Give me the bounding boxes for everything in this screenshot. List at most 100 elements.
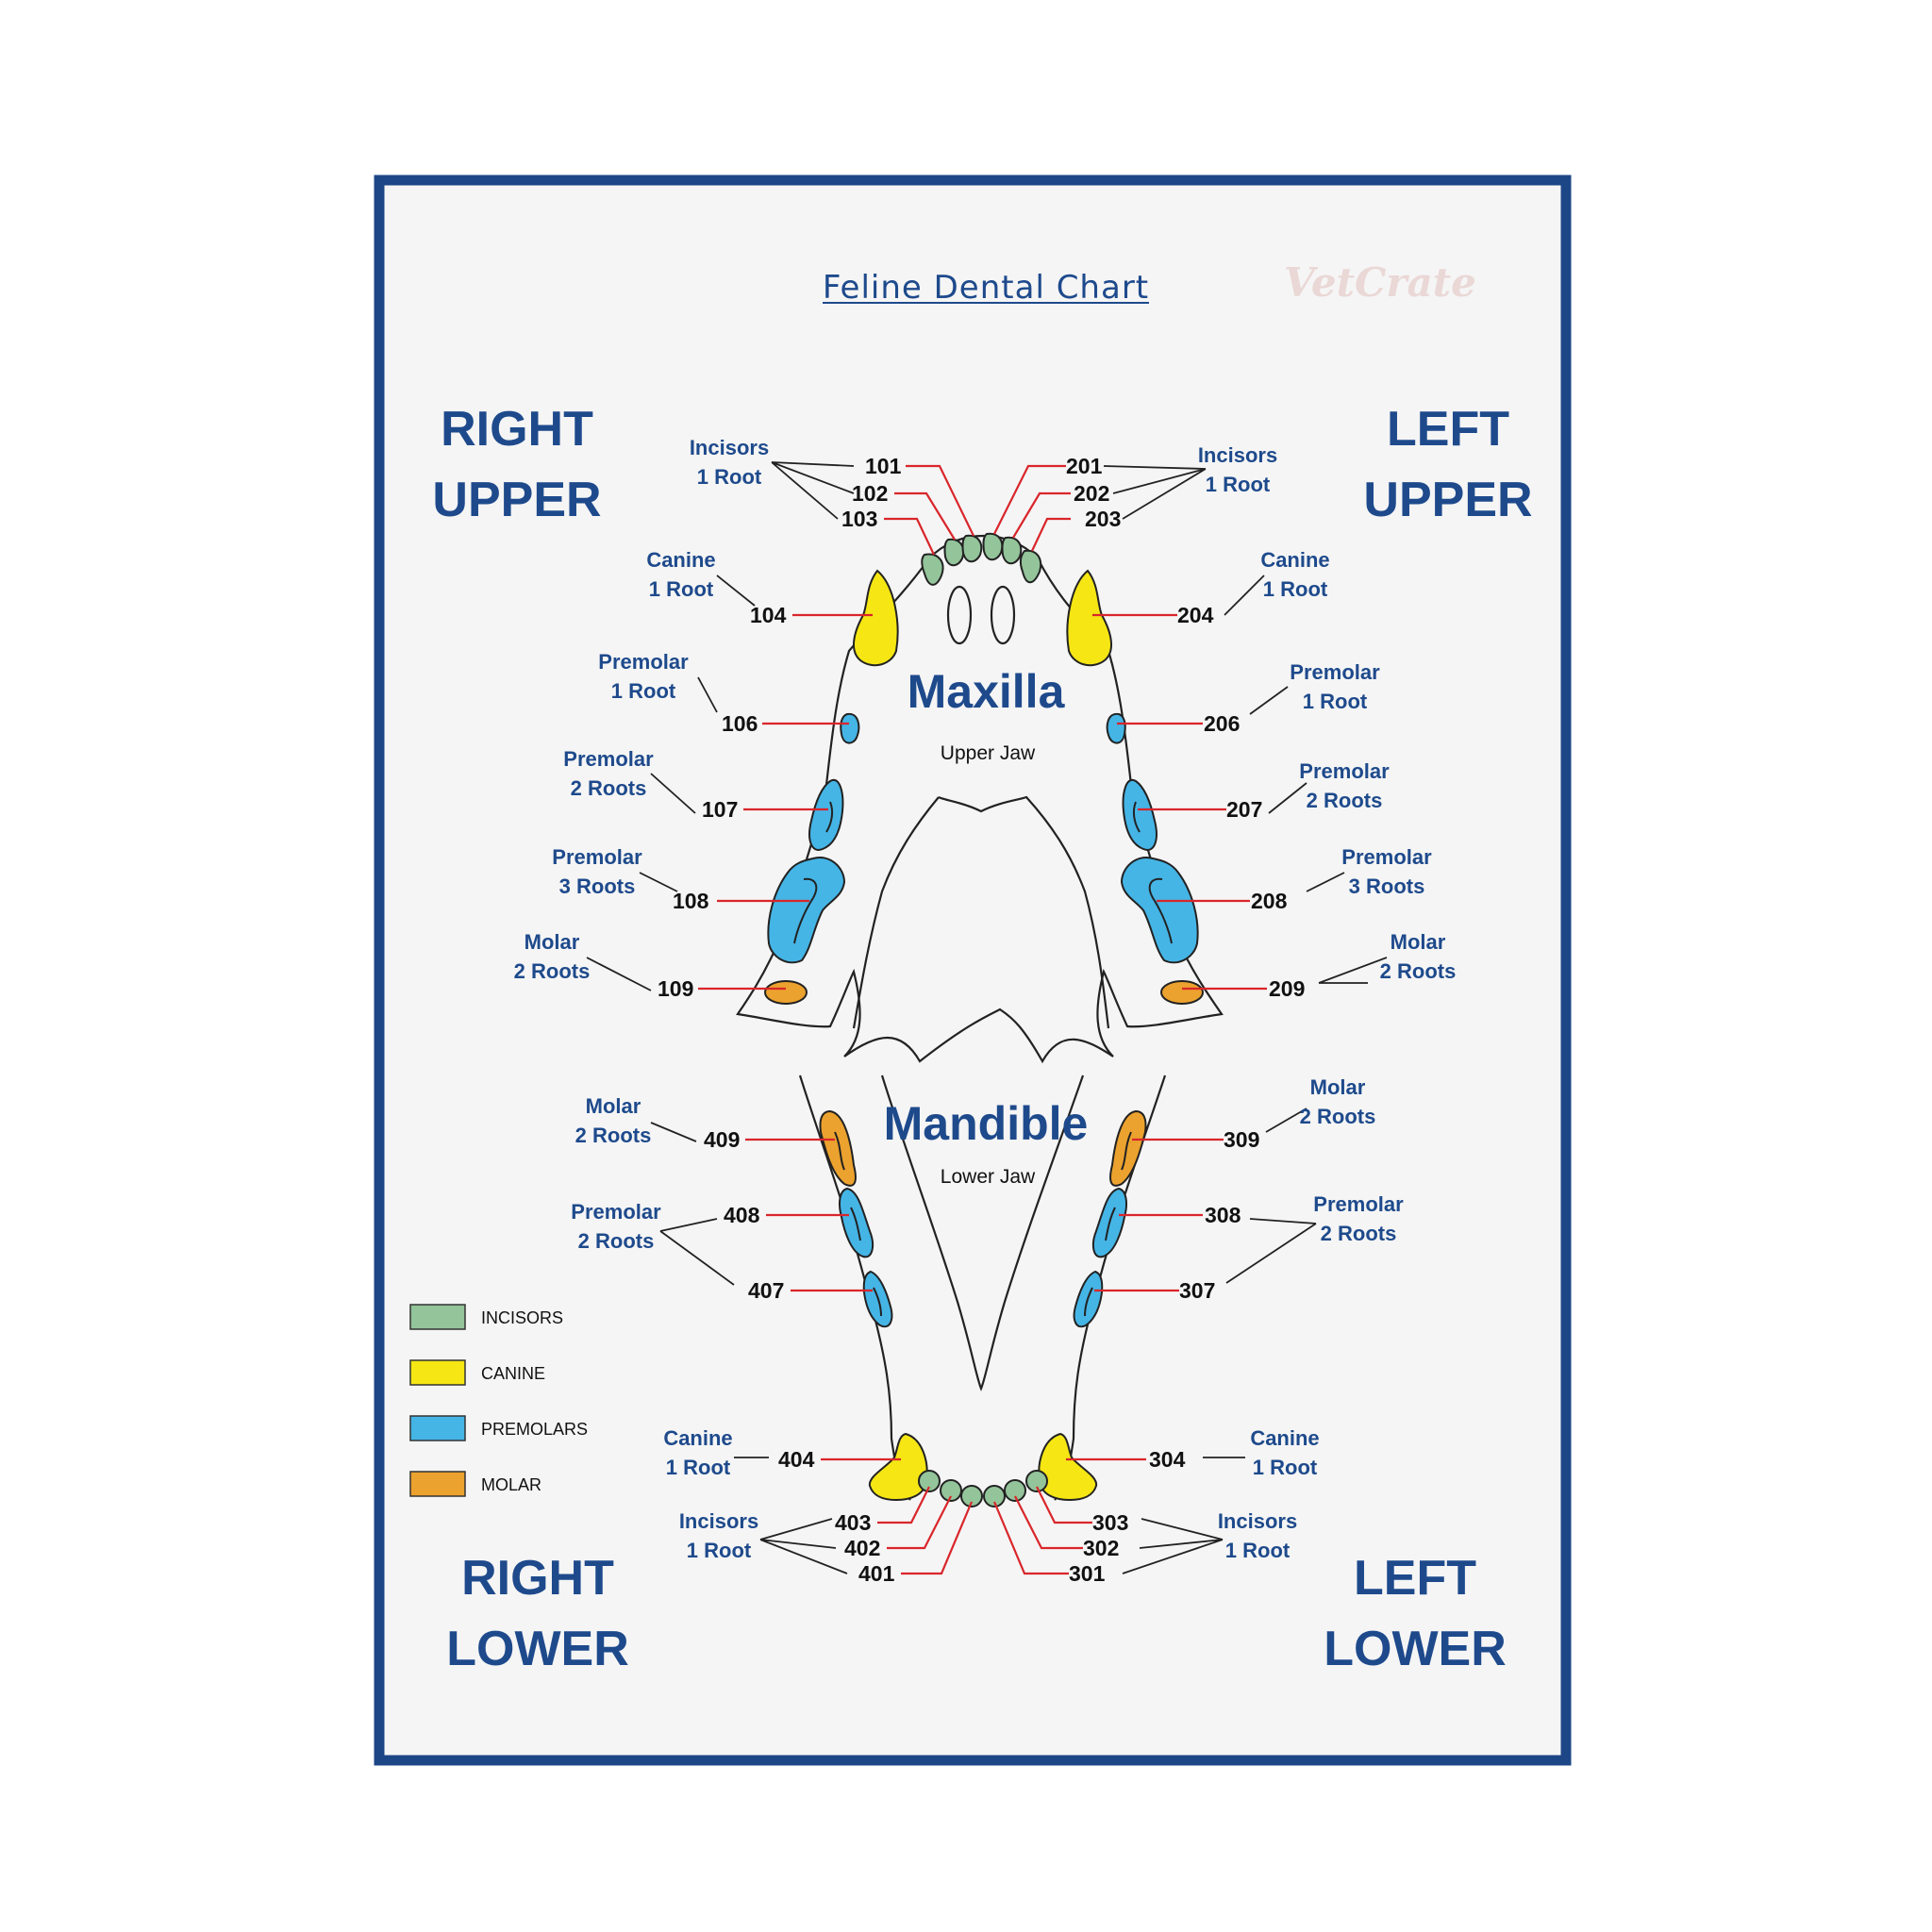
leader-201 xyxy=(993,464,1066,535)
desc-canine-204-1: Canine xyxy=(1260,548,1329,572)
tooth-number-203: 203 xyxy=(1085,507,1121,531)
tooth-number-404: 404 xyxy=(778,1447,815,1472)
leader-301 xyxy=(992,1501,1069,1575)
desc-incisors-lr-1: Incisors xyxy=(679,1509,758,1533)
desc-molar-209-1: Molar xyxy=(1391,930,1446,954)
desc-molar-409-1: Molar xyxy=(586,1094,641,1118)
tooth-107 xyxy=(808,778,844,851)
tooth-206 xyxy=(1106,712,1126,744)
tooth-101 xyxy=(961,534,983,563)
legend-label-canine: CANINE xyxy=(481,1364,545,1383)
leader-202 xyxy=(1012,491,1071,539)
tooth-number-307: 307 xyxy=(1179,1278,1215,1303)
lower-incisors xyxy=(918,1470,1048,1507)
connector-pm-208 xyxy=(1306,872,1345,892)
tooth-301 xyxy=(983,1485,1006,1507)
desc-canine-204-2: 1 Root xyxy=(1263,577,1328,601)
desc-molar-109-1: Molar xyxy=(525,930,580,954)
connector-pm-108 xyxy=(639,872,678,892)
leader-103 xyxy=(884,517,935,556)
desc-pm-lower-left-2: 2 Roots xyxy=(1321,1222,1397,1245)
quadrant-right-upper-line2: UPPER xyxy=(432,473,601,527)
tooth-407-ridge xyxy=(873,1287,882,1317)
desc-pm-107-1: Premolar xyxy=(563,747,654,771)
upper-premolar-ridges xyxy=(793,801,1173,944)
tooth-number-104: 104 xyxy=(750,603,787,627)
tooth-107-ridge xyxy=(825,801,834,833)
tooth-number-409: 409 xyxy=(704,1127,740,1152)
maxilla-label: Maxilla xyxy=(908,665,1066,718)
legend-label-incisors: INCISORS xyxy=(481,1308,563,1327)
desc-incisors-ul-2: 1 Root xyxy=(1206,473,1271,496)
leader-401 xyxy=(901,1501,974,1575)
tooth-209 xyxy=(1160,980,1204,1005)
leader-402 xyxy=(887,1495,952,1550)
tooth-number-102: 102 xyxy=(852,481,888,506)
tooth-409 xyxy=(819,1109,857,1187)
quadrant-left-lower-line2: LOWER xyxy=(1324,1622,1507,1676)
connector-incisors-lr xyxy=(759,1518,848,1574)
tooth-number-403: 403 xyxy=(835,1510,871,1535)
leader-102 xyxy=(894,491,956,541)
desc-incisors-ur-2: 1 Root xyxy=(697,465,762,489)
tooth-number-202: 202 xyxy=(1074,481,1109,506)
tooth-number-208: 208 xyxy=(1251,889,1288,913)
tooth-103 xyxy=(921,553,944,586)
quadrant-left-lower-line1: LEFT xyxy=(1354,1551,1476,1606)
desc-pm-106-1: Premolar xyxy=(598,650,689,674)
desc-pm-107-2: 2 Roots xyxy=(571,776,647,800)
desc-incisors-ul-1: Incisors xyxy=(1198,443,1277,467)
connector-pm-207 xyxy=(1268,782,1307,814)
upper-canines xyxy=(853,569,1112,667)
tooth-401 xyxy=(960,1485,983,1507)
red-leader-lines xyxy=(698,464,1267,1575)
tooth-104 xyxy=(853,569,899,667)
tooth-409-ridge xyxy=(834,1131,845,1171)
leader-101 xyxy=(906,464,974,537)
tooth-201 xyxy=(982,532,1004,561)
incisive-foramen-left xyxy=(946,585,973,645)
desc-pm-207-1: Premolar xyxy=(1299,759,1390,783)
desc-canine-304-2: 1 Root xyxy=(1253,1456,1318,1479)
connector-pm-107 xyxy=(650,773,696,814)
quadrant-left-upper-line1: LEFT xyxy=(1387,402,1509,457)
leader-303 xyxy=(1036,1486,1092,1524)
desc-canine-404-1: Canine xyxy=(663,1426,732,1450)
tooth-307-ridge xyxy=(1084,1287,1093,1317)
maxilla-palate xyxy=(852,795,1110,1029)
tooth-207 xyxy=(1122,778,1158,851)
tooth-403 xyxy=(918,1470,941,1492)
legend-swatch-molar xyxy=(409,1471,466,1497)
tooth-numbers: 101 102 103 201 202 203 104 204 106 206 … xyxy=(658,454,1305,1586)
brand-logo: VetCrate xyxy=(1284,259,1476,306)
tooth-102 xyxy=(943,538,965,567)
tooth-number-108: 108 xyxy=(673,889,709,913)
lower-molars xyxy=(819,1109,1147,1187)
upper-molars xyxy=(764,980,1204,1005)
quadrant-right-upper-line1: RIGHT xyxy=(441,402,593,457)
tooth-402 xyxy=(940,1479,962,1502)
desc-canine-104-2: 1 Root xyxy=(649,577,714,601)
connector-incisors-ur xyxy=(771,461,855,520)
tooth-207-ridge xyxy=(1132,801,1141,833)
mandible-inner-v xyxy=(880,1074,1085,1391)
legend: INCISORS CANINE PREMOLARS MOLAR xyxy=(409,1304,588,1497)
tooth-308-ridge xyxy=(1105,1207,1116,1241)
chart-title: Feline Dental Chart xyxy=(823,269,1149,307)
connector-pm-106 xyxy=(697,676,718,713)
tooth-number-408: 408 xyxy=(724,1203,760,1227)
legend-label-premolars: PREMOLARS xyxy=(481,1420,588,1439)
desc-molar-309-2: 2 Roots xyxy=(1300,1105,1376,1128)
desc-molar-409-2: 2 Roots xyxy=(575,1124,652,1147)
desc-incisors-ur-1: Incisors xyxy=(690,436,769,459)
leader-302 xyxy=(1014,1495,1083,1550)
legend-swatch-incisors xyxy=(409,1304,466,1330)
tooth-number-303: 303 xyxy=(1092,1510,1128,1535)
desc-pm-206-1: Premolar xyxy=(1290,660,1380,684)
desc-pm-lower-left-1: Premolar xyxy=(1313,1192,1404,1216)
connector-incisors-ll xyxy=(1122,1518,1224,1574)
tooth-number-109: 109 xyxy=(658,976,693,1001)
tooth-109 xyxy=(764,980,808,1005)
connector-pm-lower-left xyxy=(1225,1218,1317,1284)
